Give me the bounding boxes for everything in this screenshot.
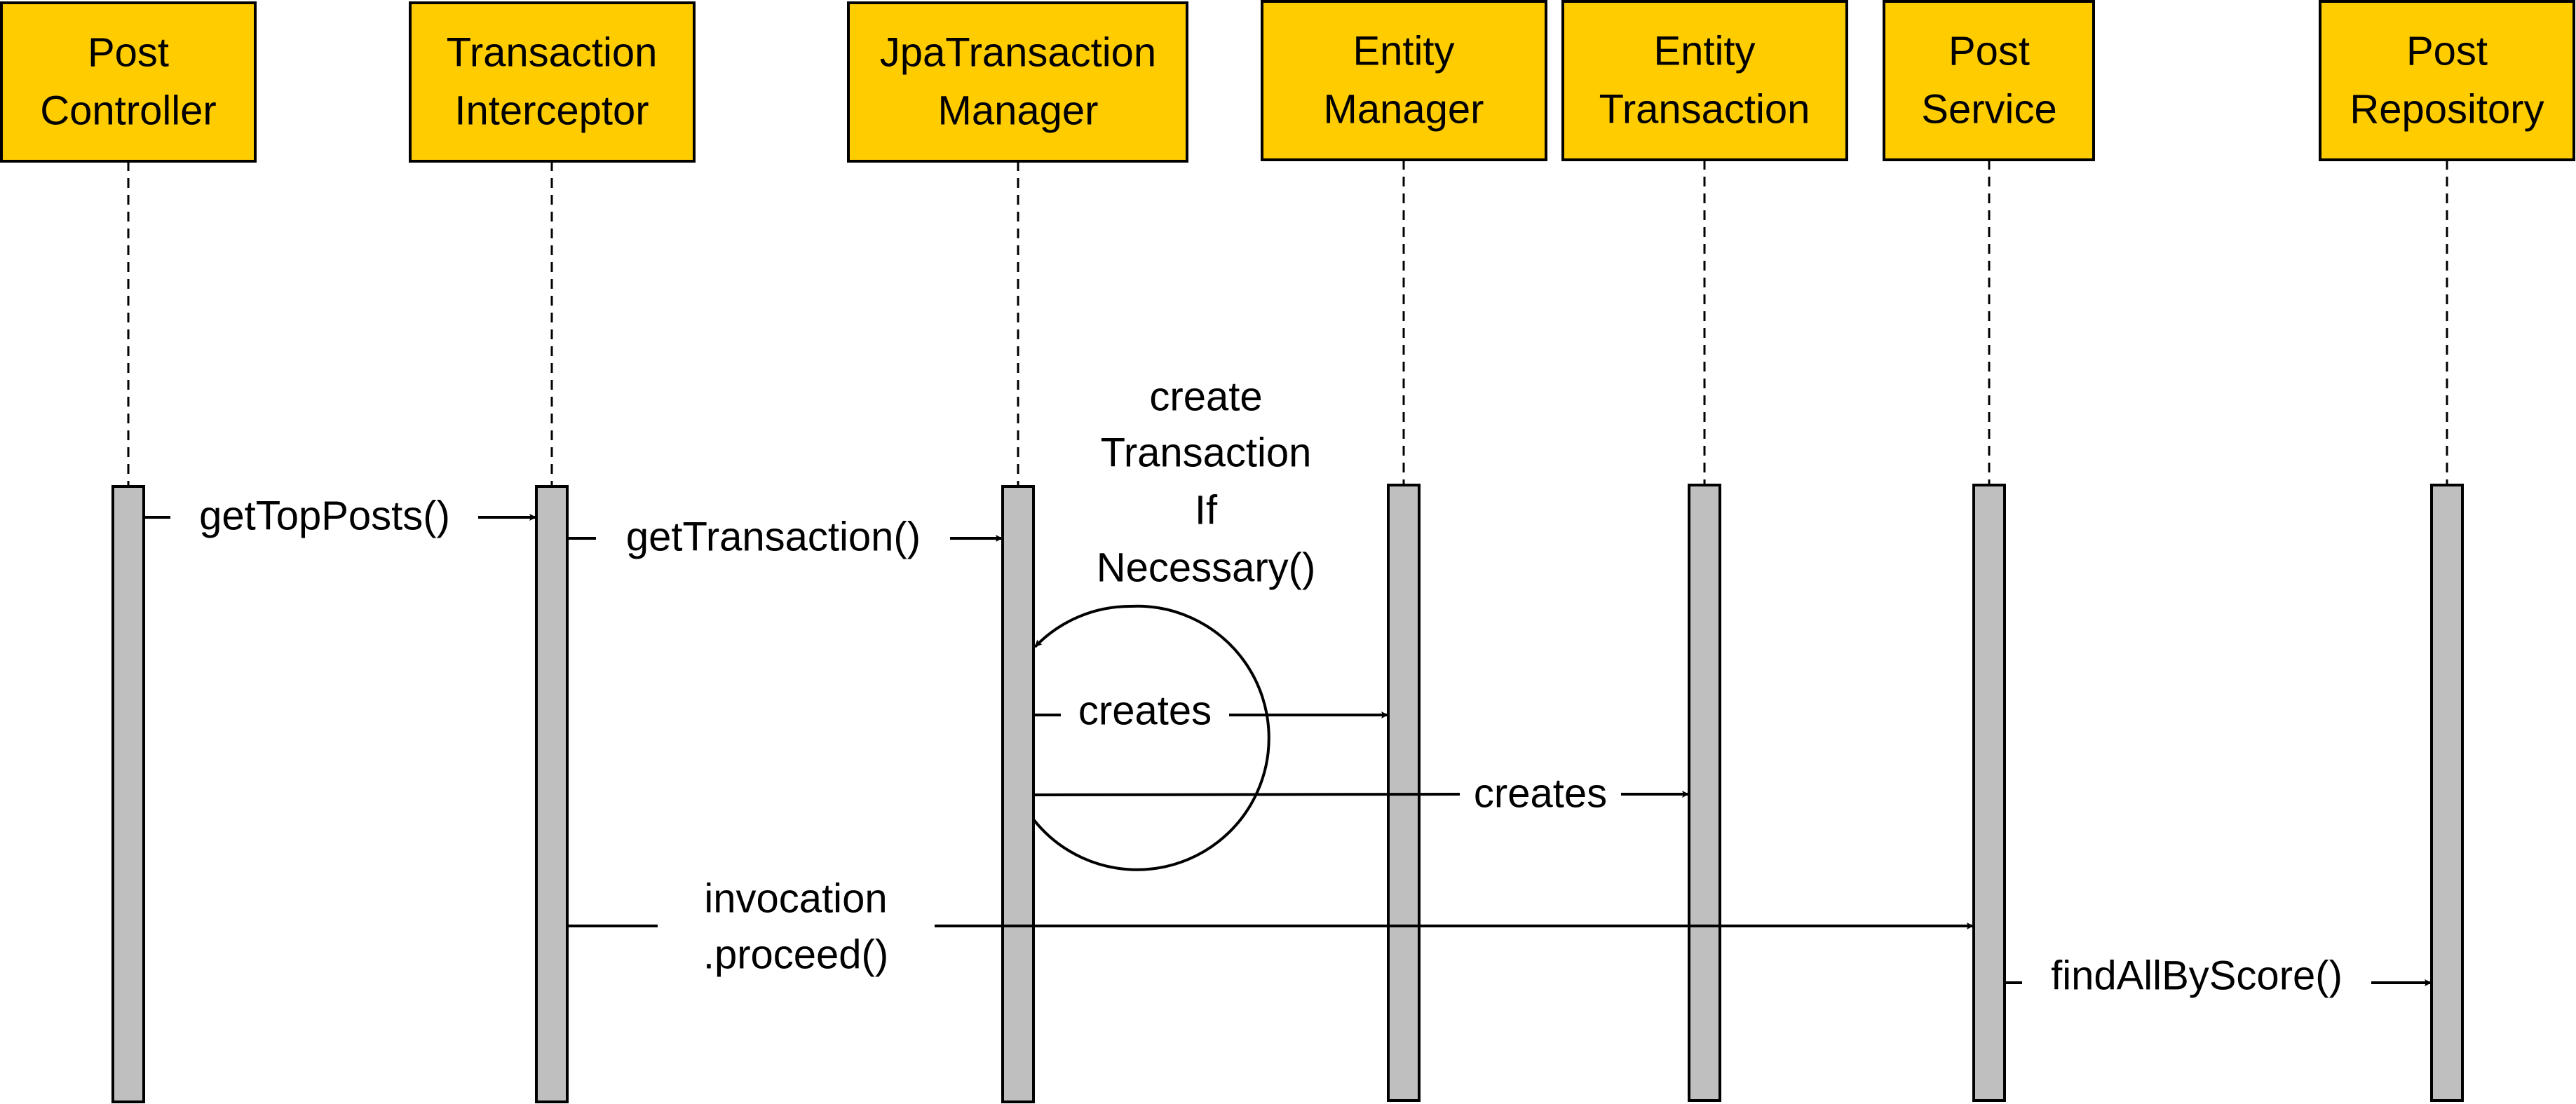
label-create-line4: Necessary()	[1097, 545, 1316, 590]
label-creates-entity-manager: creates	[1078, 688, 1212, 733]
message-creates-entity-transaction	[1033, 791, 1689, 798]
participant-transaction-interceptor: Transaction Interceptor	[409, 1, 696, 163]
label-create-line2: Transaction	[1101, 430, 1312, 475]
activation-post-repository	[2430, 484, 2464, 1102]
participant-label-line1: Post	[2406, 28, 2488, 74]
label-invocation-line1: invocation	[704, 875, 887, 921]
participant-label-line2: Interceptor	[454, 88, 649, 133]
participants: Post Controller Transaction Interceptor …	[0, 0, 2575, 163]
participant-label-line1: Entity	[1653, 28, 1755, 74]
participant-post-controller: Post Controller	[0, 1, 257, 163]
label-create-line1: create	[1149, 374, 1262, 419]
activations	[111, 484, 2464, 1103]
participant-label-line2: Repository	[2350, 86, 2544, 132]
participant-entity-transaction: Entity Transaction	[1561, 0, 1848, 161]
participant-label-line2: Controller	[40, 88, 216, 133]
label-creates-entity-transaction: creates	[1474, 770, 1607, 816]
message-create-transaction-if-necessary	[1032, 604, 1270, 871]
self-call-arrow	[1033, 604, 1131, 648]
participant-label-line2: Service	[1921, 86, 2056, 132]
participant-label-line1: Transaction	[447, 29, 658, 75]
label-find-all-by-score: findAllByScore()	[2051, 953, 2343, 998]
label-create-line3: If	[1195, 487, 1218, 533]
participant-post-repository: Post Repository	[2319, 0, 2575, 161]
activation-transaction-interceptor	[535, 485, 569, 1103]
participant-label-line1: Entity	[1353, 28, 1454, 74]
participant-label-line1: Post	[1948, 28, 2030, 74]
activation-entity-transaction	[1688, 484, 1721, 1102]
label-invocation-line2: .proceed()	[703, 932, 888, 977]
participant-jpa-transaction-manager: JpaTransaction Manager	[847, 1, 1188, 163]
participant-entity-manager: Entity Manager	[1261, 0, 1547, 161]
message-line	[1033, 793, 1460, 796]
participant-label-line2: Transaction	[1599, 86, 1810, 132]
self-call-loop	[1032, 604, 1270, 871]
participant-label-line1: JpaTransaction	[880, 29, 1156, 75]
activation-post-controller	[111, 485, 145, 1103]
activation-jpa-transaction-manager	[1001, 485, 1035, 1103]
activation-entity-manager	[1387, 484, 1421, 1102]
participant-label-line1: Post	[88, 29, 169, 75]
lifelines	[127, 160, 2448, 486]
participant-label-line2: Manager	[1324, 86, 1484, 132]
label-get-transaction: getTransaction()	[626, 514, 921, 559]
participant-label-line2: Manager	[938, 88, 1099, 133]
messages	[144, 514, 2432, 986]
label-get-top-posts: getTopPosts()	[199, 493, 450, 538]
participant-post-service: Post Service	[1883, 0, 2095, 161]
message-labels: getTopPosts() getTransaction() create Tr…	[199, 374, 2343, 998]
activation-post-service	[1972, 484, 2006, 1102]
